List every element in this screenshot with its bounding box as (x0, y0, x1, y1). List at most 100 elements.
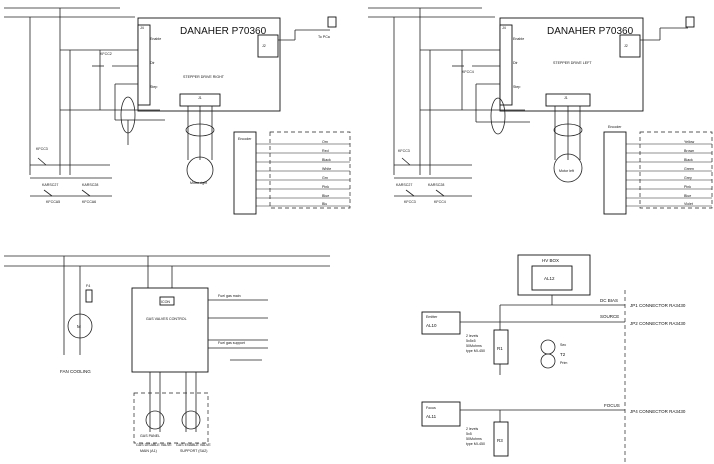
svg-text:Emitter: Emitter (426, 315, 438, 319)
svg-text:50Mohms: 50Mohms (466, 344, 482, 348)
right-switch-b-label: KARSC28 (428, 183, 444, 187)
gas-panel-box (133, 392, 209, 444)
valve-b-icon (181, 410, 201, 430)
r1-resistor (493, 329, 509, 365)
hv-section: HV BOX AL12 DC BIAS JP1 CONNECTOR RA3430… (421, 254, 686, 464)
t2-coil-top (540, 339, 556, 355)
focus-label: FOCUS (604, 403, 620, 408)
left-enable-label: Enable (150, 37, 161, 41)
left-contact-b-label: KFCCA6 (82, 200, 96, 204)
left-switch-b-label: KARSC28 (82, 183, 98, 187)
svg-text:J4: J4 (502, 26, 506, 30)
al12-box (531, 265, 573, 291)
left-relay-top-label: KFCC2 (100, 52, 112, 56)
feed-support-label: Fuel gas support (218, 341, 245, 345)
left-contact-a-label: KFCCA5 (46, 200, 60, 204)
jp1-label: JP1 CONNECTOR RA3430 (630, 303, 686, 308)
dc-bias-label: DC BIAS (600, 298, 618, 303)
fan-cooling-label: FAN COOLING (60, 369, 91, 374)
left-drive-title: DANAHER P70360 (180, 26, 267, 37)
right-drive-io-block (499, 24, 513, 106)
fan-motor-icon (67, 313, 93, 339)
svg-text:Blu: Blu (322, 202, 327, 206)
svg-text:Sec: Sec (560, 343, 566, 347)
t2-coil-bottom (540, 353, 556, 369)
emitter-box (421, 311, 461, 335)
left-encoder-box (233, 131, 257, 215)
fuse-label: F4 (86, 284, 90, 288)
svg-text:J2: J2 (262, 44, 266, 48)
right-motor-label: Motor left (559, 169, 574, 173)
svg-text:5x5: 5x5 (466, 432, 472, 436)
left-relay-left-label: KFCC3 (36, 147, 48, 151)
right-contact-b-label: KFCC4 (434, 200, 446, 204)
svg-text:SUPPORT (SA2): SUPPORT (SA2) (180, 449, 207, 453)
svg-text:Violet: Violet (684, 202, 693, 206)
source-label: SOURCE (600, 314, 619, 319)
jp2-label: JP2 CONNECTOR RA3430 (630, 321, 686, 326)
r3-resistor (493, 421, 509, 457)
svg-text:J2: J2 (624, 44, 628, 48)
feed-main-label: Fuel gas main (218, 294, 241, 298)
right-j1-block (545, 93, 591, 107)
right-j2-block (619, 34, 641, 58)
right-dir-label: Dir (513, 61, 518, 65)
svg-text:R1: R1 (497, 346, 503, 351)
svg-text:ICON: ICON (161, 300, 170, 304)
svg-text:MAIN (A1): MAIN (A1) (140, 449, 157, 453)
svg-text:Brown: Brown (684, 149, 694, 153)
svg-text:M: M (77, 324, 81, 329)
left-drive-io-block (137, 24, 151, 106)
svg-text:Green: Green (684, 167, 694, 171)
svg-text:50Mohms: 50Mohms (466, 437, 482, 441)
svg-text:Grn: Grn (322, 176, 328, 180)
svg-text:J1: J1 (198, 96, 202, 100)
left-drive-section: DANAHER P70360 J4 Enable Dir Step STEPPE… (4, 7, 351, 215)
right-contact-a-label: KFCC3 (404, 200, 416, 204)
gas-panel-label: GAS PANEL (140, 434, 160, 438)
svg-text:2 levels: 2 levels (466, 334, 478, 338)
right-drive-section: DANAHER P70360 J4 Enable Dir Step STEPPE… (368, 7, 713, 215)
valve-a-label: GAS DISABLE VALVE (136, 443, 172, 447)
left-motor-icon (186, 156, 214, 184)
svg-text:Black: Black (322, 158, 331, 162)
left-motor-label: Motor right (190, 181, 207, 185)
left-mode-label: STEPPER DRIVE RIGHT (183, 75, 225, 79)
left-encoder-label: Encoder (238, 137, 252, 141)
fuse-icon (85, 289, 93, 303)
svg-text:Blue: Blue (684, 194, 691, 198)
svg-text:AL11: AL11 (426, 414, 437, 419)
svg-text:AL10: AL10 (426, 323, 437, 328)
svg-text:Orn: Orn (322, 140, 328, 144)
left-step-label: Step (150, 85, 157, 89)
jp4-label: JP4 CONNECTOR RA3430 (630, 409, 686, 414)
left-to-pc-label: To PCa (318, 35, 330, 39)
svg-text:5x5x5: 5x5x5 (466, 339, 476, 343)
svg-text:Pink: Pink (684, 185, 691, 189)
right-switch-a-label: KARSC27 (396, 183, 412, 187)
left-j2-block (257, 34, 279, 58)
right-motor-icon (553, 153, 583, 183)
svg-text:2 levels: 2 levels (466, 427, 478, 431)
svg-text:T2: T2 (560, 352, 566, 357)
svg-text:R3: R3 (497, 438, 503, 443)
svg-text:Prim: Prim (560, 361, 567, 365)
right-mode-label: STEPPER DRIVE LEFT (553, 61, 592, 65)
svg-text:Red: Red (322, 149, 329, 153)
svg-text:AL12: AL12 (544, 276, 555, 281)
right-encoder-wires: Yellow Brown Black Green Grey Pink Blue … (626, 140, 712, 207)
svg-text:Black: Black (684, 158, 693, 162)
gas-control-label: GAS VALVES CONTROL (146, 317, 187, 321)
svg-text:type MI-450: type MI-450 (466, 349, 485, 353)
right-encoder-box (603, 131, 627, 215)
right-step-label: Step (513, 85, 520, 89)
left-encoder-wires: Orn Red Black White Grn Pink Blue Blu (256, 140, 350, 207)
svg-text:J1: J1 (564, 96, 568, 100)
right-encoder-label: Encoder (608, 125, 622, 129)
left-pc-plug-icon (327, 16, 337, 28)
svg-text:Grey: Grey (684, 176, 692, 180)
svg-text:Focus: Focus (426, 406, 436, 410)
svg-text:type MI-450: type MI-450 (466, 442, 485, 446)
focus-box (421, 401, 461, 427)
